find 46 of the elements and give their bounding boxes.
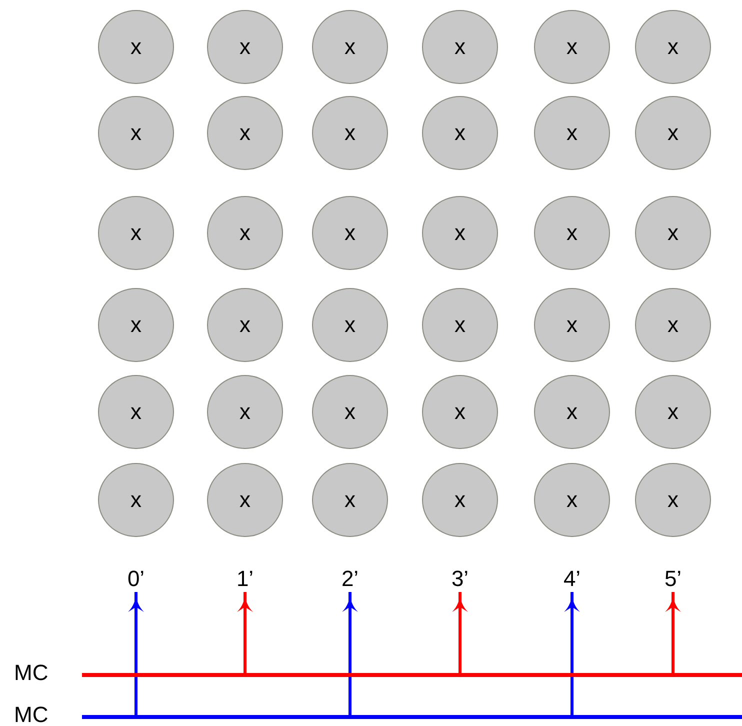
circle-node: x bbox=[207, 196, 283, 270]
circle-node: x bbox=[98, 196, 174, 270]
circle-node: x bbox=[312, 10, 388, 84]
line-bar bbox=[82, 715, 742, 719]
circle-node: x bbox=[98, 375, 174, 449]
circle-node: x bbox=[98, 288, 174, 362]
circle-node: x bbox=[207, 463, 283, 537]
circle-node: x bbox=[312, 463, 388, 537]
circle-node: x bbox=[207, 10, 283, 84]
circle-node: x bbox=[312, 96, 388, 170]
line-bar bbox=[82, 673, 742, 677]
circle-node: x bbox=[207, 96, 283, 170]
circle-node: x bbox=[98, 10, 174, 84]
circle-node: x bbox=[635, 10, 711, 84]
circle-node: x bbox=[422, 10, 498, 84]
circle-node: x bbox=[534, 375, 610, 449]
circle-node: x bbox=[207, 288, 283, 362]
line-label: MC bbox=[14, 703, 48, 726]
circle-node: x bbox=[312, 375, 388, 449]
position-label: 2’ bbox=[330, 566, 370, 592]
circle-node: x bbox=[534, 96, 610, 170]
position-label: 0’ bbox=[116, 566, 156, 592]
circle-node: x bbox=[98, 463, 174, 537]
circle-node: x bbox=[534, 463, 610, 537]
circle-node: x bbox=[422, 96, 498, 170]
circle-node: x bbox=[422, 375, 498, 449]
circle-node: x bbox=[207, 375, 283, 449]
circle-node: x bbox=[635, 96, 711, 170]
circle-node: x bbox=[98, 96, 174, 170]
circle-node: x bbox=[635, 375, 711, 449]
circle-node: x bbox=[534, 196, 610, 270]
position-label: 4’ bbox=[552, 566, 592, 592]
circle-node: x bbox=[534, 288, 610, 362]
circle-node: x bbox=[422, 463, 498, 537]
circle-node: x bbox=[312, 196, 388, 270]
circle-node: x bbox=[422, 196, 498, 270]
position-label: 1’ bbox=[225, 566, 265, 592]
circle-node: x bbox=[635, 288, 711, 362]
circle-node: x bbox=[422, 288, 498, 362]
circle-node: x bbox=[312, 288, 388, 362]
circle-node: x bbox=[534, 10, 610, 84]
position-label: 5’ bbox=[653, 566, 693, 592]
line-label: MC bbox=[14, 661, 48, 685]
position-label: 3’ bbox=[440, 566, 480, 592]
circle-node: x bbox=[635, 463, 711, 537]
circle-node: x bbox=[635, 196, 711, 270]
